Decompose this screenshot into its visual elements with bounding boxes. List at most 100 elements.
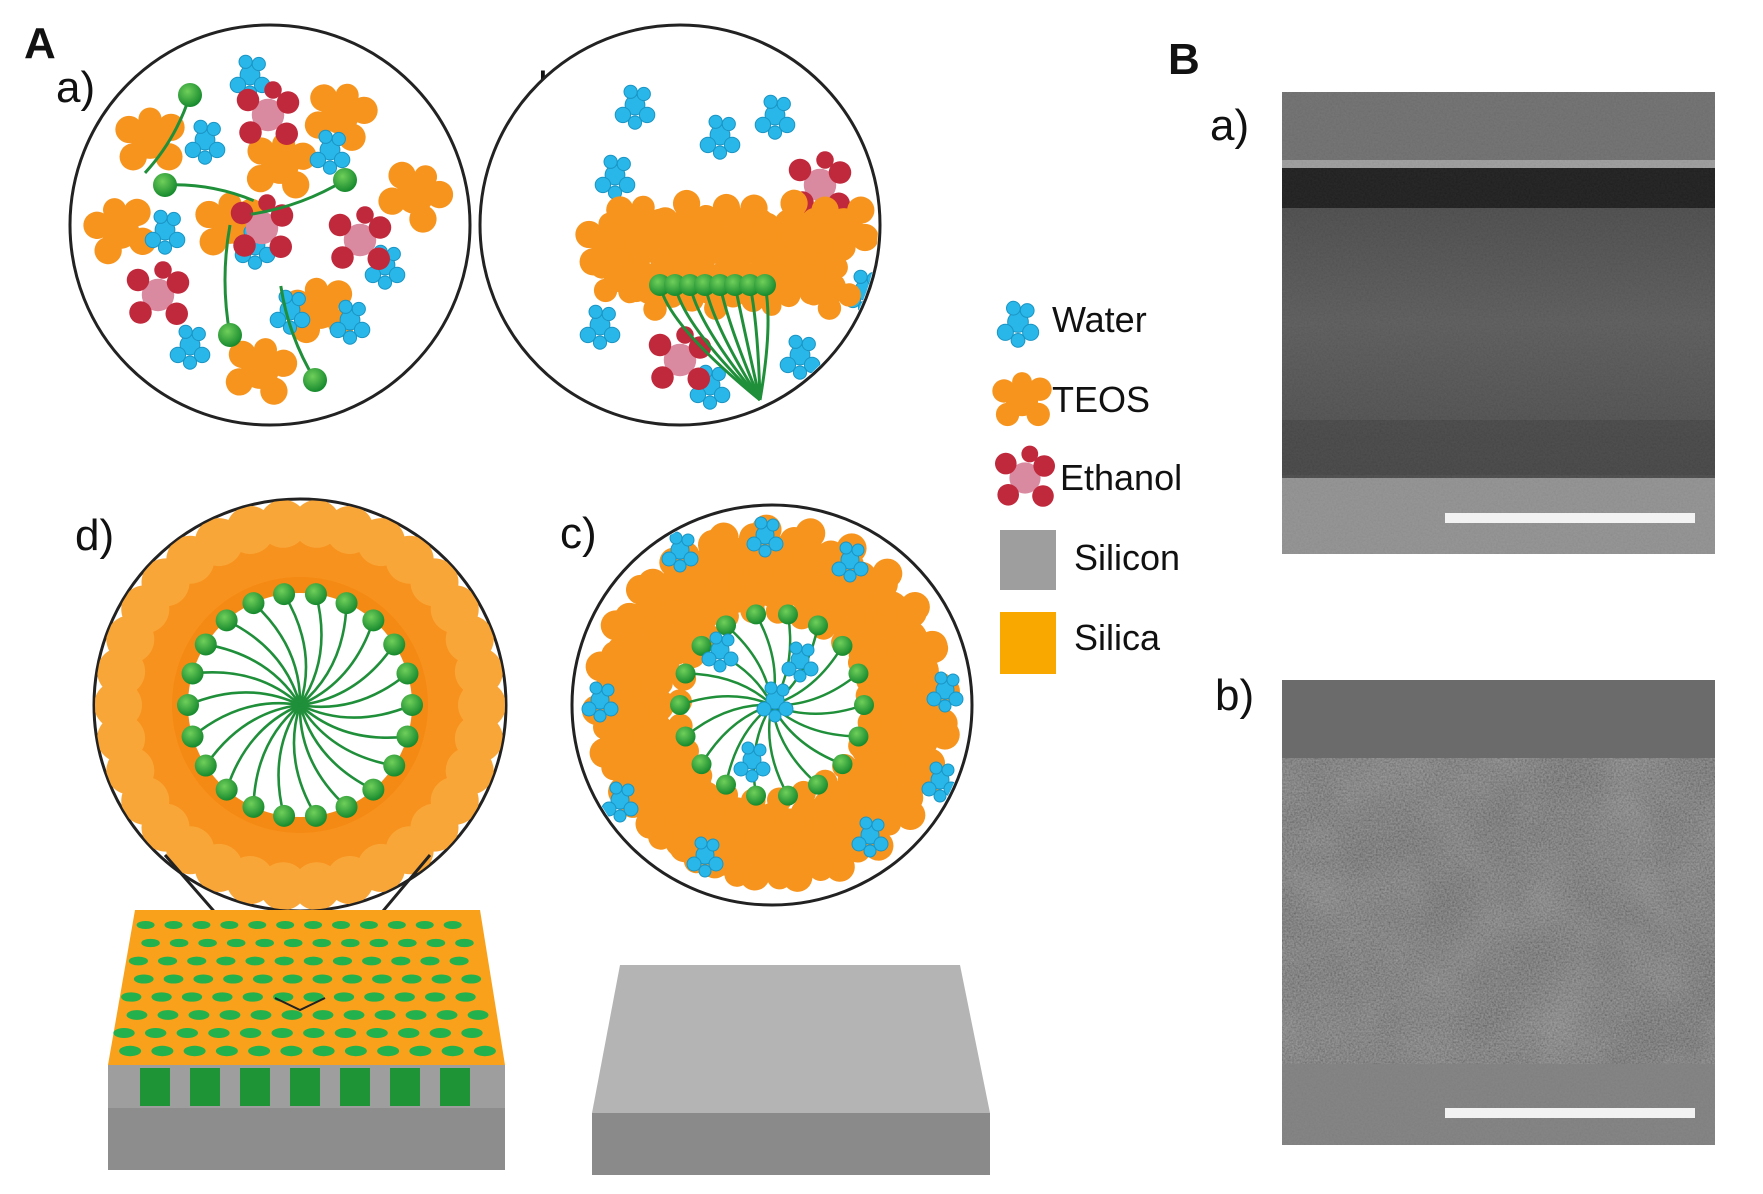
pore-dot [151, 992, 172, 1002]
surfactant-molecule [279, 285, 327, 392]
pore-dot [387, 921, 406, 929]
teos-molecule [115, 107, 185, 171]
water-molecule [329, 299, 371, 345]
pore-dot [128, 956, 148, 966]
pore-dot [255, 938, 274, 948]
pore-dot [212, 992, 233, 1002]
surfactant-molecule [181, 701, 301, 748]
pore-dot [372, 974, 392, 984]
legend-ethanol-icon [995, 445, 1055, 507]
circle-b-micelle-forming [478, 23, 882, 427]
silicon-substrate-slab [592, 965, 990, 1175]
pore-dot [332, 956, 353, 966]
pore-dot [169, 938, 189, 948]
pore-dot [455, 938, 474, 948]
pore-dot [467, 1010, 489, 1020]
pore-channel [240, 1068, 270, 1106]
pore-dot [394, 992, 415, 1002]
water-molecule [851, 816, 889, 858]
surfactant-molecule [292, 704, 327, 827]
water-molecule [701, 631, 739, 673]
pore-dot [281, 1010, 303, 1020]
water-molecule [746, 516, 784, 558]
surfactant-molecule [215, 703, 301, 801]
pore-dot [443, 921, 462, 929]
pore-dot [401, 974, 422, 984]
surfactant-molecule [218, 224, 242, 347]
water-molecule [169, 324, 211, 370]
legend-teos-icon [992, 372, 1052, 427]
legend-ethanol-label: Ethanol [1060, 457, 1182, 498]
pore-dot [219, 1010, 241, 1020]
pore-dot [208, 1027, 230, 1039]
pore-dot [303, 1027, 325, 1039]
circle-d-mesopore [92, 497, 508, 913]
sem-a-label: a) [1210, 101, 1249, 150]
pore-dot [303, 956, 323, 966]
teos-molecule [304, 83, 378, 151]
pore-dot [312, 1045, 335, 1057]
surfactant-molecule [242, 592, 302, 706]
pore-dot [461, 974, 482, 984]
surfactant-molecule [298, 704, 385, 801]
pore-dot [248, 921, 267, 929]
surfactant-molecule [194, 703, 301, 777]
pore-dot [343, 1010, 365, 1020]
water-molecule [831, 541, 869, 583]
sem-b-scale-bar [1445, 1108, 1695, 1118]
pore-dot [436, 1010, 458, 1020]
pore-dot [157, 956, 178, 966]
pore-dot [276, 921, 295, 929]
pore-dot [366, 1027, 388, 1039]
surfactant-molecule [194, 633, 302, 706]
pore-dot [473, 1045, 496, 1057]
pore-dot [141, 938, 160, 948]
pore-dot [341, 938, 360, 948]
surfactant-molecule [242, 703, 301, 818]
water-molecule [601, 781, 639, 823]
pore-channel [140, 1068, 170, 1106]
pore-dot [192, 921, 211, 929]
pore-dot [226, 938, 246, 948]
water-molecule [754, 94, 796, 140]
legend-silicon-label: Silicon [1074, 537, 1180, 578]
surfactant-molecule [299, 592, 358, 707]
pore-dot [333, 992, 355, 1002]
pore-dot [398, 938, 417, 948]
pore-dot [429, 1027, 452, 1039]
surfactant-molecule [299, 694, 423, 719]
pore-dot [362, 956, 382, 966]
pore-dot [119, 1045, 142, 1057]
water-molecule [661, 531, 699, 573]
pore-channel [290, 1068, 320, 1106]
pore-dot [415, 921, 434, 929]
pore-dot [220, 921, 239, 929]
pore-dot [193, 974, 214, 984]
pore-dot [425, 992, 446, 1002]
surfactant-molecule [675, 663, 773, 706]
surfactant-molecule [299, 662, 419, 709]
pore-dot [334, 1027, 357, 1039]
surfactant-molecule [143, 83, 202, 174]
pore-dot [283, 938, 303, 948]
pore-dot [164, 921, 183, 929]
ethanol-molecule [995, 445, 1055, 507]
pore-dot [250, 1010, 272, 1020]
teos-molecule [800, 255, 861, 320]
pore-dot [242, 992, 263, 1002]
water-molecule [614, 84, 656, 130]
water-molecule [686, 836, 724, 878]
mesoporous-film-slab [108, 910, 505, 1170]
pore-dot [369, 938, 389, 948]
surfactant-molecule [250, 168, 357, 216]
pore-dot [271, 1027, 293, 1039]
surfactant-molecule [299, 609, 385, 707]
sem-a-scale-bar [1445, 513, 1695, 523]
sem-image-b [1282, 680, 1715, 1145]
pore-dot [126, 1010, 148, 1020]
surfactant-molecule [754, 274, 776, 401]
pore-dot [163, 974, 184, 984]
pore-channel [390, 1068, 420, 1106]
water-molecule [996, 300, 1040, 348]
